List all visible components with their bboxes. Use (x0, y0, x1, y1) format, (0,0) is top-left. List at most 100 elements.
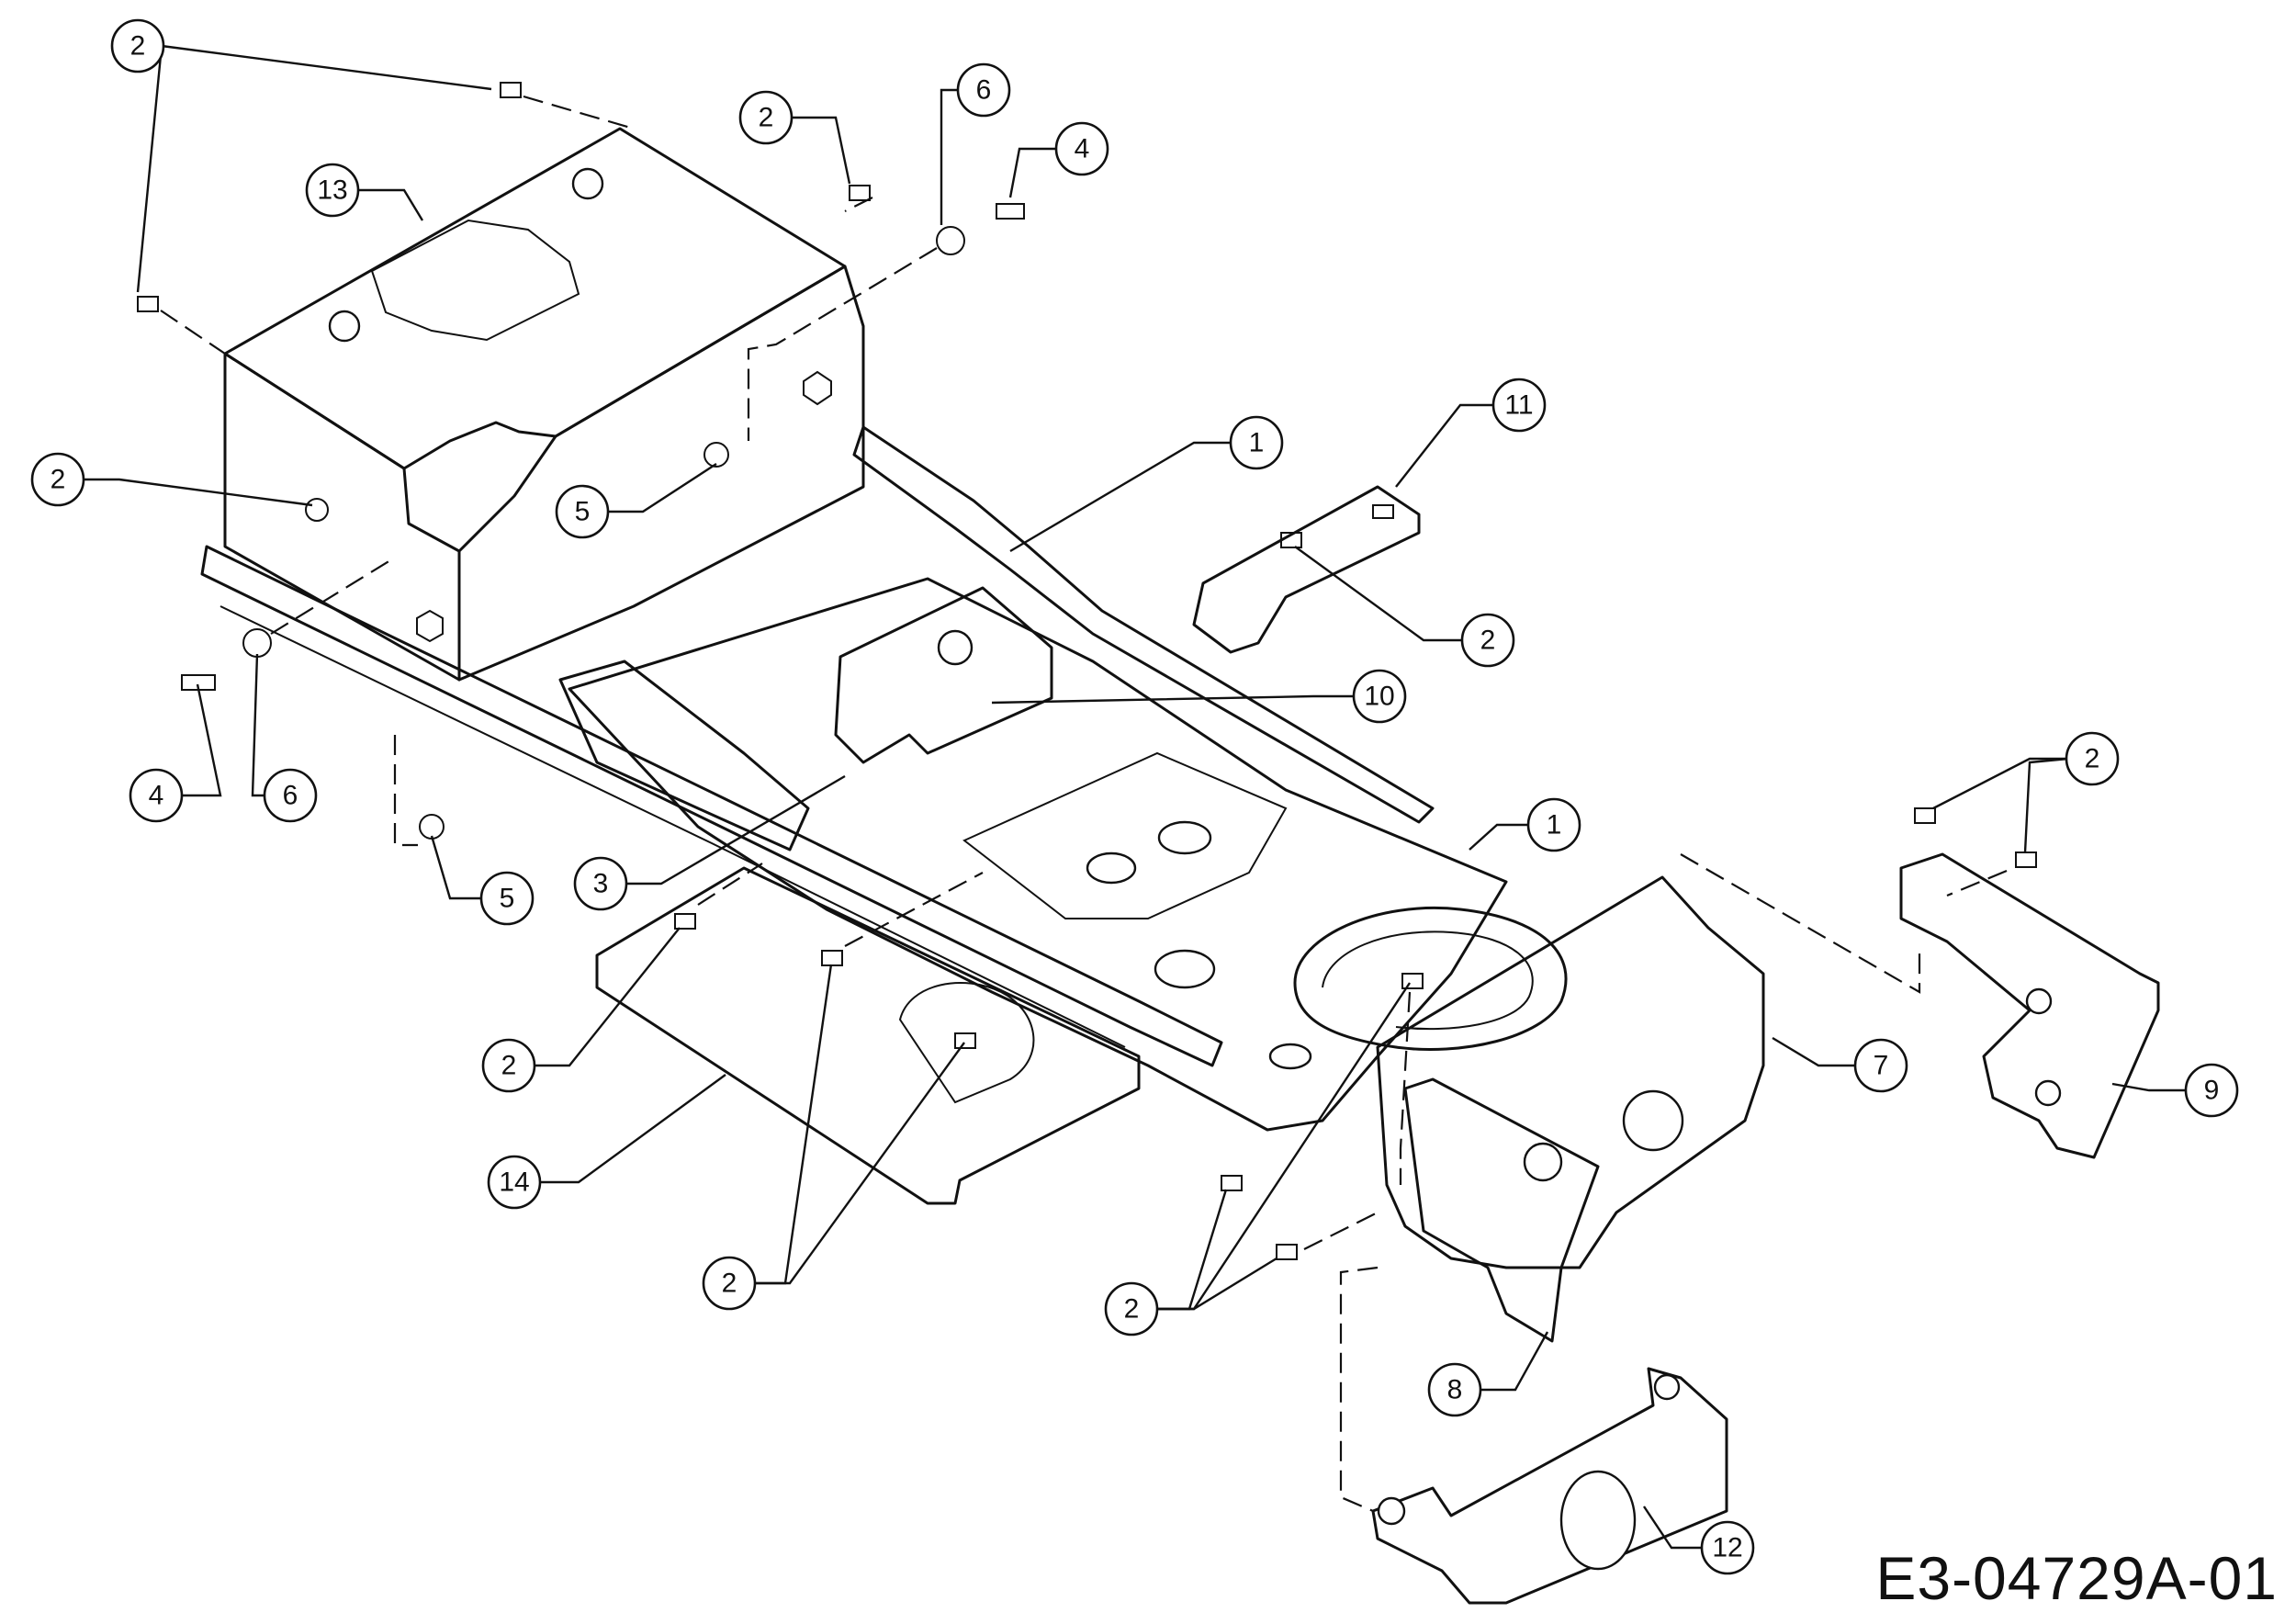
bolt-icon (821, 950, 843, 966)
rear-panel-hex-1 (803, 370, 832, 406)
leader-line (2023, 757, 2069, 853)
leader-line (1155, 982, 1412, 1311)
footrest-left (595, 866, 1141, 1205)
frame-rail-right (852, 425, 1435, 824)
leader-line (1772, 1036, 1857, 1067)
leader-line (2111, 1082, 2188, 1092)
callout-5-lower: 5 (479, 871, 535, 926)
floor-hole-1 (1157, 820, 1212, 855)
frame-rail-left (200, 545, 1223, 1067)
callout-label: 4 (1075, 134, 1090, 164)
leader-line (82, 478, 313, 507)
callout-2-left: 2 (30, 452, 85, 507)
rear-mount-bracket (1192, 485, 1421, 654)
callout-4-lower: 4 (129, 768, 184, 823)
callout-label: 2 (501, 1051, 517, 1081)
axle-bracket (1403, 1077, 1600, 1343)
leader-line (538, 1074, 726, 1184)
leader-line (606, 462, 717, 513)
leader-line (356, 188, 424, 221)
floor-plate-inner (962, 751, 1288, 919)
dash-line (844, 872, 984, 947)
callout-label: 14 (499, 1167, 529, 1198)
nut-icon (419, 814, 445, 840)
frame-floor-pan (568, 577, 1508, 1132)
dash-line (1339, 1266, 1379, 1513)
callout-label: 1 (1249, 428, 1265, 458)
leader-line (1479, 1331, 1549, 1392)
rear-panel-hex-2 (416, 609, 444, 643)
fasteners (137, 82, 2037, 1260)
callout-label: 6 (283, 781, 298, 811)
bolt-icon (996, 203, 1025, 220)
bolt-icon (1914, 807, 1936, 824)
front-crossmember (1376, 875, 1765, 1269)
callout-label: 10 (1364, 682, 1394, 712)
callout-2-upper: 2 (738, 90, 793, 145)
leader-lines (82, 44, 2188, 1550)
leader-line (1009, 441, 1232, 553)
leader-line (533, 927, 681, 1067)
leader-line (430, 835, 483, 900)
callout-label: 11 (1504, 390, 1533, 421)
callout-label: 5 (500, 884, 515, 914)
inner-channel (558, 660, 810, 851)
callout-1-upper: 1 (1229, 415, 1284, 470)
rear-side-panel (457, 265, 865, 682)
bolt-icon (1221, 1175, 1243, 1191)
dash-line (1399, 991, 1412, 1185)
callout-label: 4 (149, 781, 164, 811)
floor-hole-3 (1154, 949, 1216, 989)
skid-cover-mount-2 (1653, 1373, 1681, 1401)
callout-6-top: 6 (956, 62, 1011, 118)
leader-line (753, 1042, 965, 1285)
callout-label: 1 (1547, 810, 1562, 840)
callouts: 2 13 2 6 4 2 5 1 11 2 10 4 6 5 3 1 2 2 7… (30, 18, 2239, 1575)
leader-line (1155, 1189, 1228, 1311)
bolt-icon (954, 1032, 976, 1049)
leader-line (753, 964, 833, 1285)
bushing-icon (242, 628, 272, 658)
steering-bracket (1899, 852, 2160, 1159)
dash-line (747, 247, 938, 441)
callout-2-bottom: 2 (1104, 1281, 1159, 1336)
callout-7: 7 (1853, 1038, 1908, 1093)
callout-label: 8 (1447, 1375, 1463, 1405)
callout-label: 3 (593, 869, 609, 899)
dash-line (697, 863, 763, 906)
dash-line (1946, 869, 2008, 897)
callout-11: 11 (1491, 378, 1547, 433)
callout-10: 10 (1352, 669, 1407, 724)
leader-line (1155, 1257, 1277, 1311)
leader-line (940, 88, 960, 225)
callout-label: 2 (130, 31, 146, 62)
callout-label: 2 (759, 103, 774, 133)
seat-bracket (834, 586, 1053, 764)
callout-3: 3 (573, 856, 628, 911)
skid-cover-hole (1559, 1470, 1637, 1571)
callout-2-right: 2 (2065, 731, 2120, 786)
callout-label: 2 (1124, 1294, 1140, 1325)
nut-icon (703, 442, 729, 468)
dash-line (1303, 1212, 1379, 1250)
callout-8: 8 (1427, 1362, 1482, 1417)
callout-13: 13 (305, 163, 360, 218)
dash-line (270, 559, 391, 635)
bolt-icon (849, 185, 871, 201)
steering-bracket-hole-2 (2034, 1079, 2062, 1107)
floor-hole-4 (1268, 1043, 1312, 1070)
leader-line (1932, 757, 2068, 810)
dash-line (523, 95, 635, 130)
skid-cover-mount-1 (1377, 1496, 1406, 1526)
callout-2-top: 2 (110, 18, 165, 73)
leader-line (1008, 147, 1058, 198)
leader-line (790, 116, 851, 185)
rear-cover-hole-1 (571, 167, 604, 200)
callout-label: 9 (2204, 1076, 2220, 1106)
callout-label: 2 (722, 1269, 737, 1299)
callout-label: 7 (1874, 1051, 1889, 1081)
callout-5-upper: 5 (555, 484, 610, 539)
wheel-well (1293, 907, 1568, 1051)
bolt-icon (2015, 851, 2037, 868)
